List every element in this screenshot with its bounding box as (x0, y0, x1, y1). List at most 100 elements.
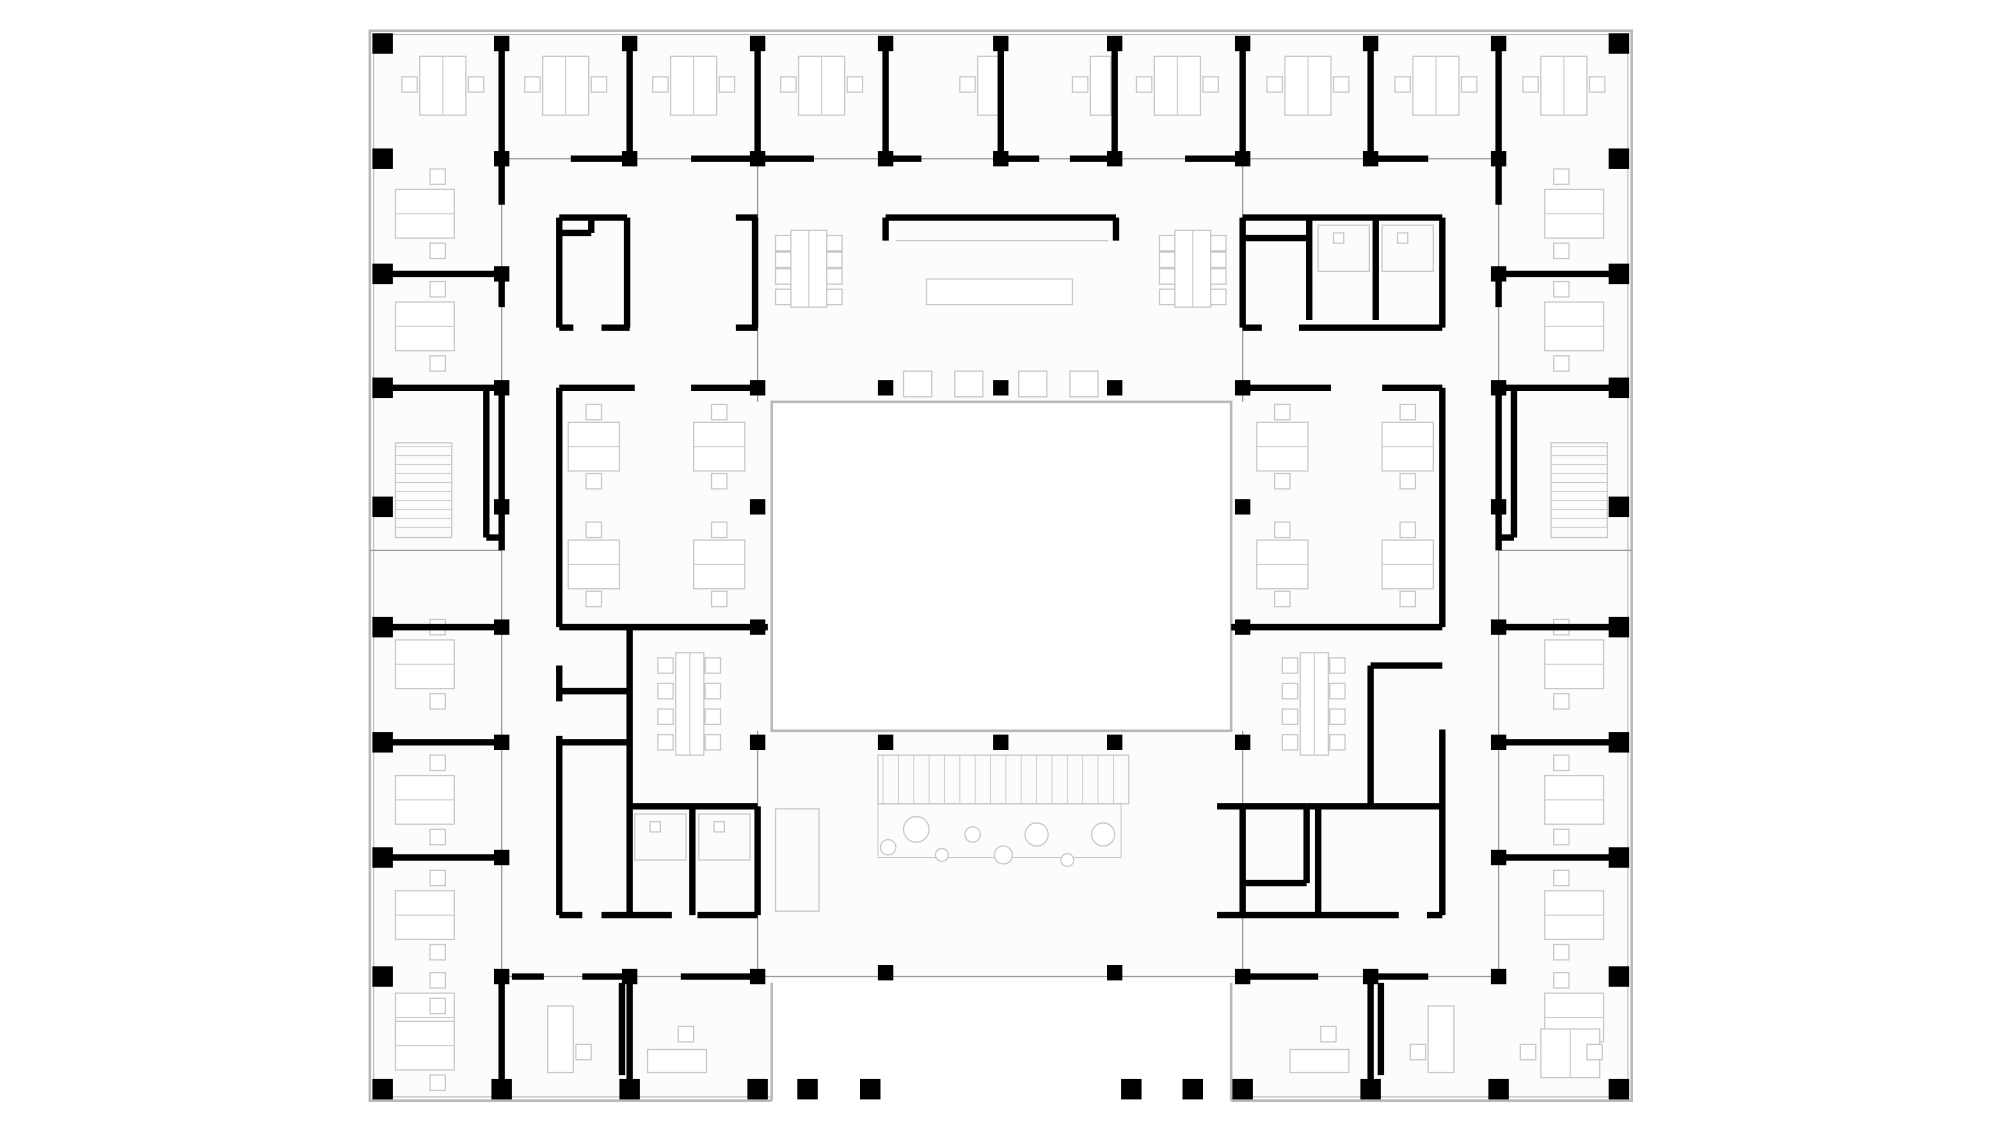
structural-column (747, 1078, 768, 1100)
structural-column (877, 35, 894, 52)
desk (977, 55, 999, 116)
chair (704, 682, 722, 700)
structural-column (1608, 732, 1630, 753)
chair (1588, 76, 1606, 93)
structural-column (1234, 380, 1251, 396)
chair (710, 521, 728, 539)
structural-column (1234, 151, 1251, 167)
structural-column (493, 499, 510, 515)
structural-column (993, 151, 1009, 167)
structural-column (1608, 263, 1630, 285)
lounge-seat (1060, 853, 1075, 868)
chair (429, 869, 446, 887)
chair (1329, 682, 1346, 700)
walls-layer (382, 43, 1619, 1090)
structural-column (372, 263, 393, 285)
structural-column (1107, 380, 1123, 396)
chair (1135, 76, 1153, 93)
chair (575, 1043, 592, 1061)
chair (1553, 828, 1570, 846)
structural-column (749, 734, 766, 750)
chair (429, 972, 446, 989)
staircase (1550, 442, 1609, 539)
lounge-chair (1069, 370, 1099, 398)
structural-column (372, 377, 393, 399)
lounge-seat (1024, 822, 1049, 847)
structural-column (797, 1078, 818, 1100)
structural-column (877, 151, 894, 167)
chair (1519, 1043, 1537, 1061)
chair (1522, 76, 1539, 93)
side-counter (774, 808, 820, 912)
chair (1553, 168, 1570, 185)
toilet (1396, 232, 1409, 244)
structural-column (493, 619, 510, 635)
structural-column (1490, 35, 1507, 52)
chair (1274, 403, 1291, 421)
structural-column (749, 499, 766, 515)
chair (846, 76, 864, 93)
desk (646, 1048, 708, 1074)
structural-column (1232, 1078, 1253, 1100)
structural-column (993, 35, 1009, 52)
chair (1158, 268, 1176, 285)
toilet-cubicle (1381, 224, 1434, 272)
chair (677, 1025, 695, 1043)
chair (1332, 76, 1350, 93)
chair (774, 234, 792, 252)
furniture-layer (394, 55, 1609, 1092)
lounge-seat (1091, 822, 1116, 847)
chair (401, 76, 418, 93)
chair (826, 251, 843, 269)
structural-column (1107, 734, 1123, 750)
chair (652, 76, 669, 93)
chair (1460, 76, 1478, 93)
structural-column (1608, 966, 1630, 987)
chair (585, 472, 603, 490)
chair (1329, 734, 1346, 751)
chair (429, 693, 446, 710)
structural-column (372, 732, 393, 753)
chair (774, 251, 792, 269)
structural-column (493, 380, 510, 396)
chair (710, 590, 728, 608)
chair (429, 1074, 446, 1092)
chair (429, 280, 446, 298)
lounge-chair (954, 370, 984, 398)
chair (774, 288, 792, 306)
chair (826, 268, 843, 285)
chair (590, 76, 608, 93)
structural-column (1608, 496, 1630, 518)
chair (1553, 972, 1570, 989)
structural-column (1490, 968, 1507, 985)
chair (1329, 708, 1346, 726)
chair (1329, 657, 1346, 674)
toilet (649, 821, 662, 833)
chair (1553, 693, 1570, 710)
structural-column (1490, 380, 1507, 396)
chair (1071, 76, 1089, 93)
chair (1553, 943, 1570, 961)
structural-column (372, 847, 393, 868)
desk (1427, 1005, 1455, 1074)
chair (704, 708, 722, 726)
chair (585, 403, 603, 421)
structural-column (877, 734, 894, 750)
structural-column (877, 380, 894, 396)
structural-column (493, 151, 510, 167)
chair (710, 403, 728, 421)
chair (524, 76, 541, 93)
structural-column (993, 734, 1009, 750)
lounge-chair (902, 370, 933, 398)
structural-column (1608, 1078, 1630, 1100)
structural-column (372, 496, 393, 518)
chair (429, 943, 446, 961)
chair (1586, 1043, 1603, 1061)
chair (1553, 242, 1570, 260)
chair (1320, 1025, 1337, 1043)
chair (1274, 472, 1291, 490)
chair (429, 168, 446, 185)
structural-column (749, 35, 766, 52)
chair (704, 734, 722, 751)
